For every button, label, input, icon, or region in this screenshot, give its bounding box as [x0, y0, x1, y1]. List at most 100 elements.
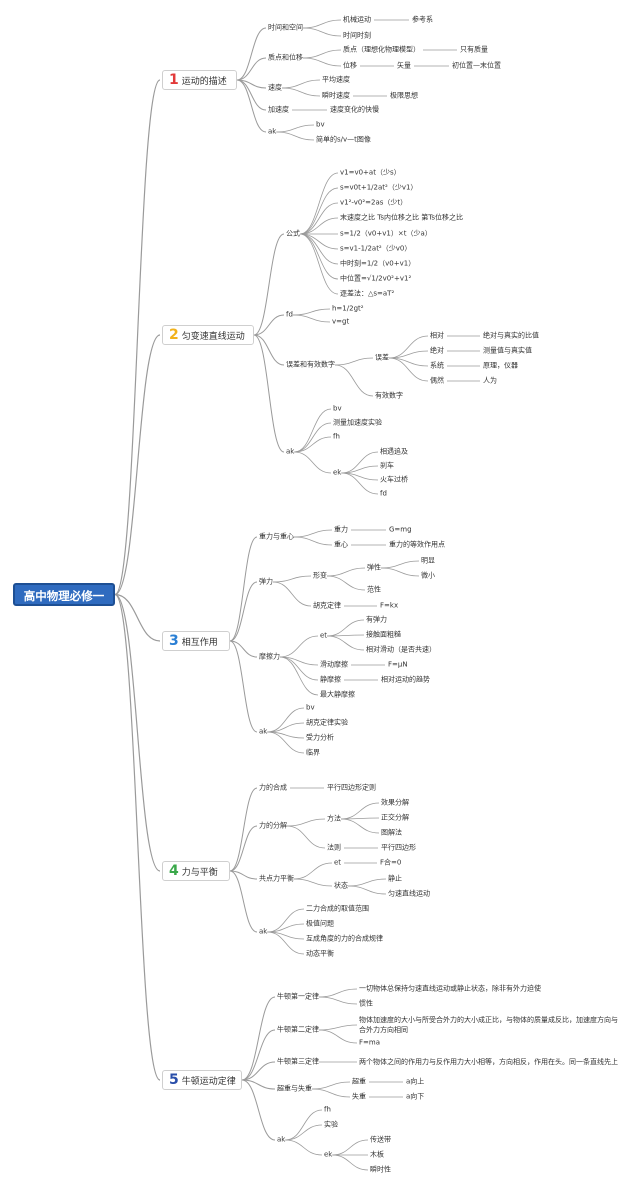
topic-ak[interactable]: ak	[286, 447, 295, 456]
topic-gravity[interactable]: 重力	[334, 525, 348, 534]
topic-rough-surface[interactable]: 接触面粗糙	[366, 630, 401, 639]
topic-random[interactable]: 偶然	[430, 376, 444, 385]
topic-friction[interactable]: 摩擦力	[259, 652, 280, 661]
topic-center-gravity[interactable]: 重心	[334, 540, 348, 549]
topic-fh[interactable]: fh	[333, 432, 340, 441]
topic-error[interactable]: 误差	[375, 353, 389, 362]
topic-second-law-text[interactable]: 物体加速度的大小与所受合外力的大小成正比，与物体的质量成反比，加速度方向与合外力…	[359, 1016, 618, 1034]
topic-et[interactable]: et	[334, 858, 342, 867]
topic-rest[interactable]: 静止	[388, 874, 402, 883]
topic-formulas[interactable]: 公式	[286, 229, 300, 238]
topic-state[interactable]: 状态	[334, 881, 348, 890]
topic-center-gravity-desc[interactable]: 重力的等效作用点	[389, 540, 445, 549]
topic-angle-composition[interactable]: 互成角度的力的合成规律	[306, 934, 383, 943]
topic-deformation[interactable]: 形变	[313, 571, 327, 580]
topic-critical[interactable]: 临界	[306, 748, 320, 757]
topic-bv[interactable]: bv	[333, 404, 342, 413]
topic-mass-only[interactable]: 只有质量	[460, 45, 488, 54]
topic-initial-final-position[interactable]: 初位置—末位置	[452, 61, 501, 70]
topic-ak[interactable]: ak	[277, 1135, 286, 1144]
topic-dynamic-balance[interactable]: 动态平衡	[306, 949, 334, 958]
topic-acceleration[interactable]: 加速度	[268, 105, 289, 114]
topic-over-weight-loss[interactable]: 超重与失重	[277, 1084, 312, 1093]
topic-fd[interactable]: fd	[286, 310, 293, 319]
topic-hooke-law[interactable]: 胡克定律	[313, 601, 341, 610]
topic-graphical[interactable]: 图解法	[381, 828, 402, 837]
topic-train-bridge[interactable]: 火车过桥	[380, 475, 408, 484]
topic-time-space[interactable]: 时间和空间	[268, 23, 303, 32]
topic-ak[interactable]: ak	[259, 727, 268, 736]
topic-displacement[interactable]: 位移	[343, 61, 357, 70]
formula-gmg[interactable]: G=mg	[389, 525, 412, 534]
topic-particle-displacement[interactable]: 质点和位移	[268, 53, 303, 62]
topic-inertia[interactable]: 惯性	[359, 999, 373, 1008]
topic-braking[interactable]: 刹车	[380, 461, 394, 470]
formula-2[interactable]: s=v0t+1/2at²（少v1）	[340, 183, 418, 192]
topic-particle-model[interactable]: 质点（理想化物理模型）	[343, 45, 420, 54]
topic-absolute-desc[interactable]: 测量值与真实值	[483, 346, 532, 355]
formula-5[interactable]: s=1/2（v0+v1）×t（少a）	[340, 229, 432, 238]
formula-3[interactable]: v1²-v0²=2as（少t）	[340, 198, 408, 207]
topic-systematic-desc[interactable]: 原理，仪器	[483, 361, 518, 370]
topic-hooke-experiment[interactable]: 胡克定律实验	[306, 718, 348, 727]
formula-4[interactable]: 末速度之比 Ts内位移之比 第Ts位移之比	[340, 213, 463, 222]
topic-has-elastic[interactable]: 有弹力	[366, 615, 387, 624]
topic-sliding-friction[interactable]: 滑动摩擦	[320, 660, 348, 669]
topic-obvious[interactable]: 明显	[421, 556, 435, 565]
topic-parallelogram[interactable]: 平行四边形	[381, 843, 416, 852]
formula-net-zero[interactable]: F合=0	[380, 858, 402, 867]
topic-force-composition[interactable]: 力的合成	[259, 783, 287, 792]
topic-sig-figures[interactable]: 有效数字	[375, 391, 403, 400]
topic-limit-idea[interactable]: 极限思想	[390, 91, 418, 100]
topic-a-down[interactable]: a向下	[406, 1092, 425, 1101]
topic-velocity[interactable]: 速度	[268, 83, 282, 92]
topic-first-law-text[interactable]: 一切物体总保持匀速直线运动或静止状态，除非有外力迫使	[359, 984, 541, 993]
topic-max-static[interactable]: 最大静摩擦	[320, 690, 355, 699]
topic-reference-frame[interactable]: 参考系	[412, 15, 433, 24]
topic-slight[interactable]: 微小	[421, 571, 435, 580]
topic-ek[interactable]: ek	[324, 1150, 333, 1159]
formula-fma[interactable]: F=ma	[359, 1038, 380, 1047]
topic-third-law-text[interactable]: 两个物体之间的作用力与反作用力大小相等，方向相反，作用在头。同一条直线先上	[359, 1058, 618, 1066]
topic-ak[interactable]: ak	[268, 127, 277, 136]
topic-average-velocity[interactable]: 平均速度	[322, 75, 350, 84]
topic-systematic[interactable]: 系统	[430, 361, 444, 370]
topic-static-friction[interactable]: 静摩擦	[320, 675, 341, 684]
topic-ak[interactable]: ak	[259, 927, 268, 936]
topic-elastic-force[interactable]: 弹力	[259, 577, 273, 586]
topic-bv[interactable]: bv	[306, 703, 315, 712]
formula-7[interactable]: 中时刻=1/2（v0+v1）	[340, 259, 416, 268]
topic-absolute[interactable]: 绝对	[430, 346, 444, 355]
topic-relative-desc[interactable]: 绝对与真实的比值	[483, 331, 539, 340]
topic-relative-trend[interactable]: 相对运动的趋势	[381, 675, 430, 684]
topic-newton-third[interactable]: 牛顿第三定律	[277, 1057, 319, 1066]
topic-et[interactable]: et	[320, 631, 328, 640]
topic-fh[interactable]: fh	[324, 1105, 331, 1114]
topic-error-sigfig[interactable]: 误差和有效数字	[286, 360, 335, 369]
formula-1[interactable]: v1=v0+at（少s）	[340, 168, 401, 177]
topic-effect-decomp[interactable]: 效果分解	[381, 798, 409, 807]
topic-relative-slide[interactable]: 相对滑动（是否共速）	[366, 645, 436, 654]
topic-newton-second[interactable]: 牛顿第二定律	[277, 1025, 319, 1034]
topic-equilibrium[interactable]: 共点力平衡	[259, 874, 294, 883]
topic-instant-velocity[interactable]: 瞬时速度	[322, 91, 350, 100]
topic-range[interactable]: 二力合成的取值范围	[306, 904, 369, 913]
topic-time-moment[interactable]: 时间时刻	[343, 31, 371, 40]
topic-experiment[interactable]: 实验	[324, 1120, 338, 1129]
topic-newton-first[interactable]: 牛顿第一定律	[277, 992, 319, 1001]
topic-bv[interactable]: bv	[316, 120, 325, 129]
topic-methods[interactable]: 方法	[327, 814, 341, 823]
topic-a-up[interactable]: a向上	[406, 1077, 425, 1086]
root-topic[interactable]: 高中物理必修一	[13, 583, 115, 606]
formula-8[interactable]: 中位置=√1/2v0²+v1²	[340, 274, 412, 283]
topic-fd[interactable]: fd	[380, 489, 387, 498]
topic-ek[interactable]: ek	[333, 468, 342, 477]
formula-v[interactable]: v=gt	[332, 317, 350, 326]
topic-gravity-center[interactable]: 重力与重心	[259, 532, 294, 541]
topic-weightloss[interactable]: 失重	[352, 1092, 366, 1101]
